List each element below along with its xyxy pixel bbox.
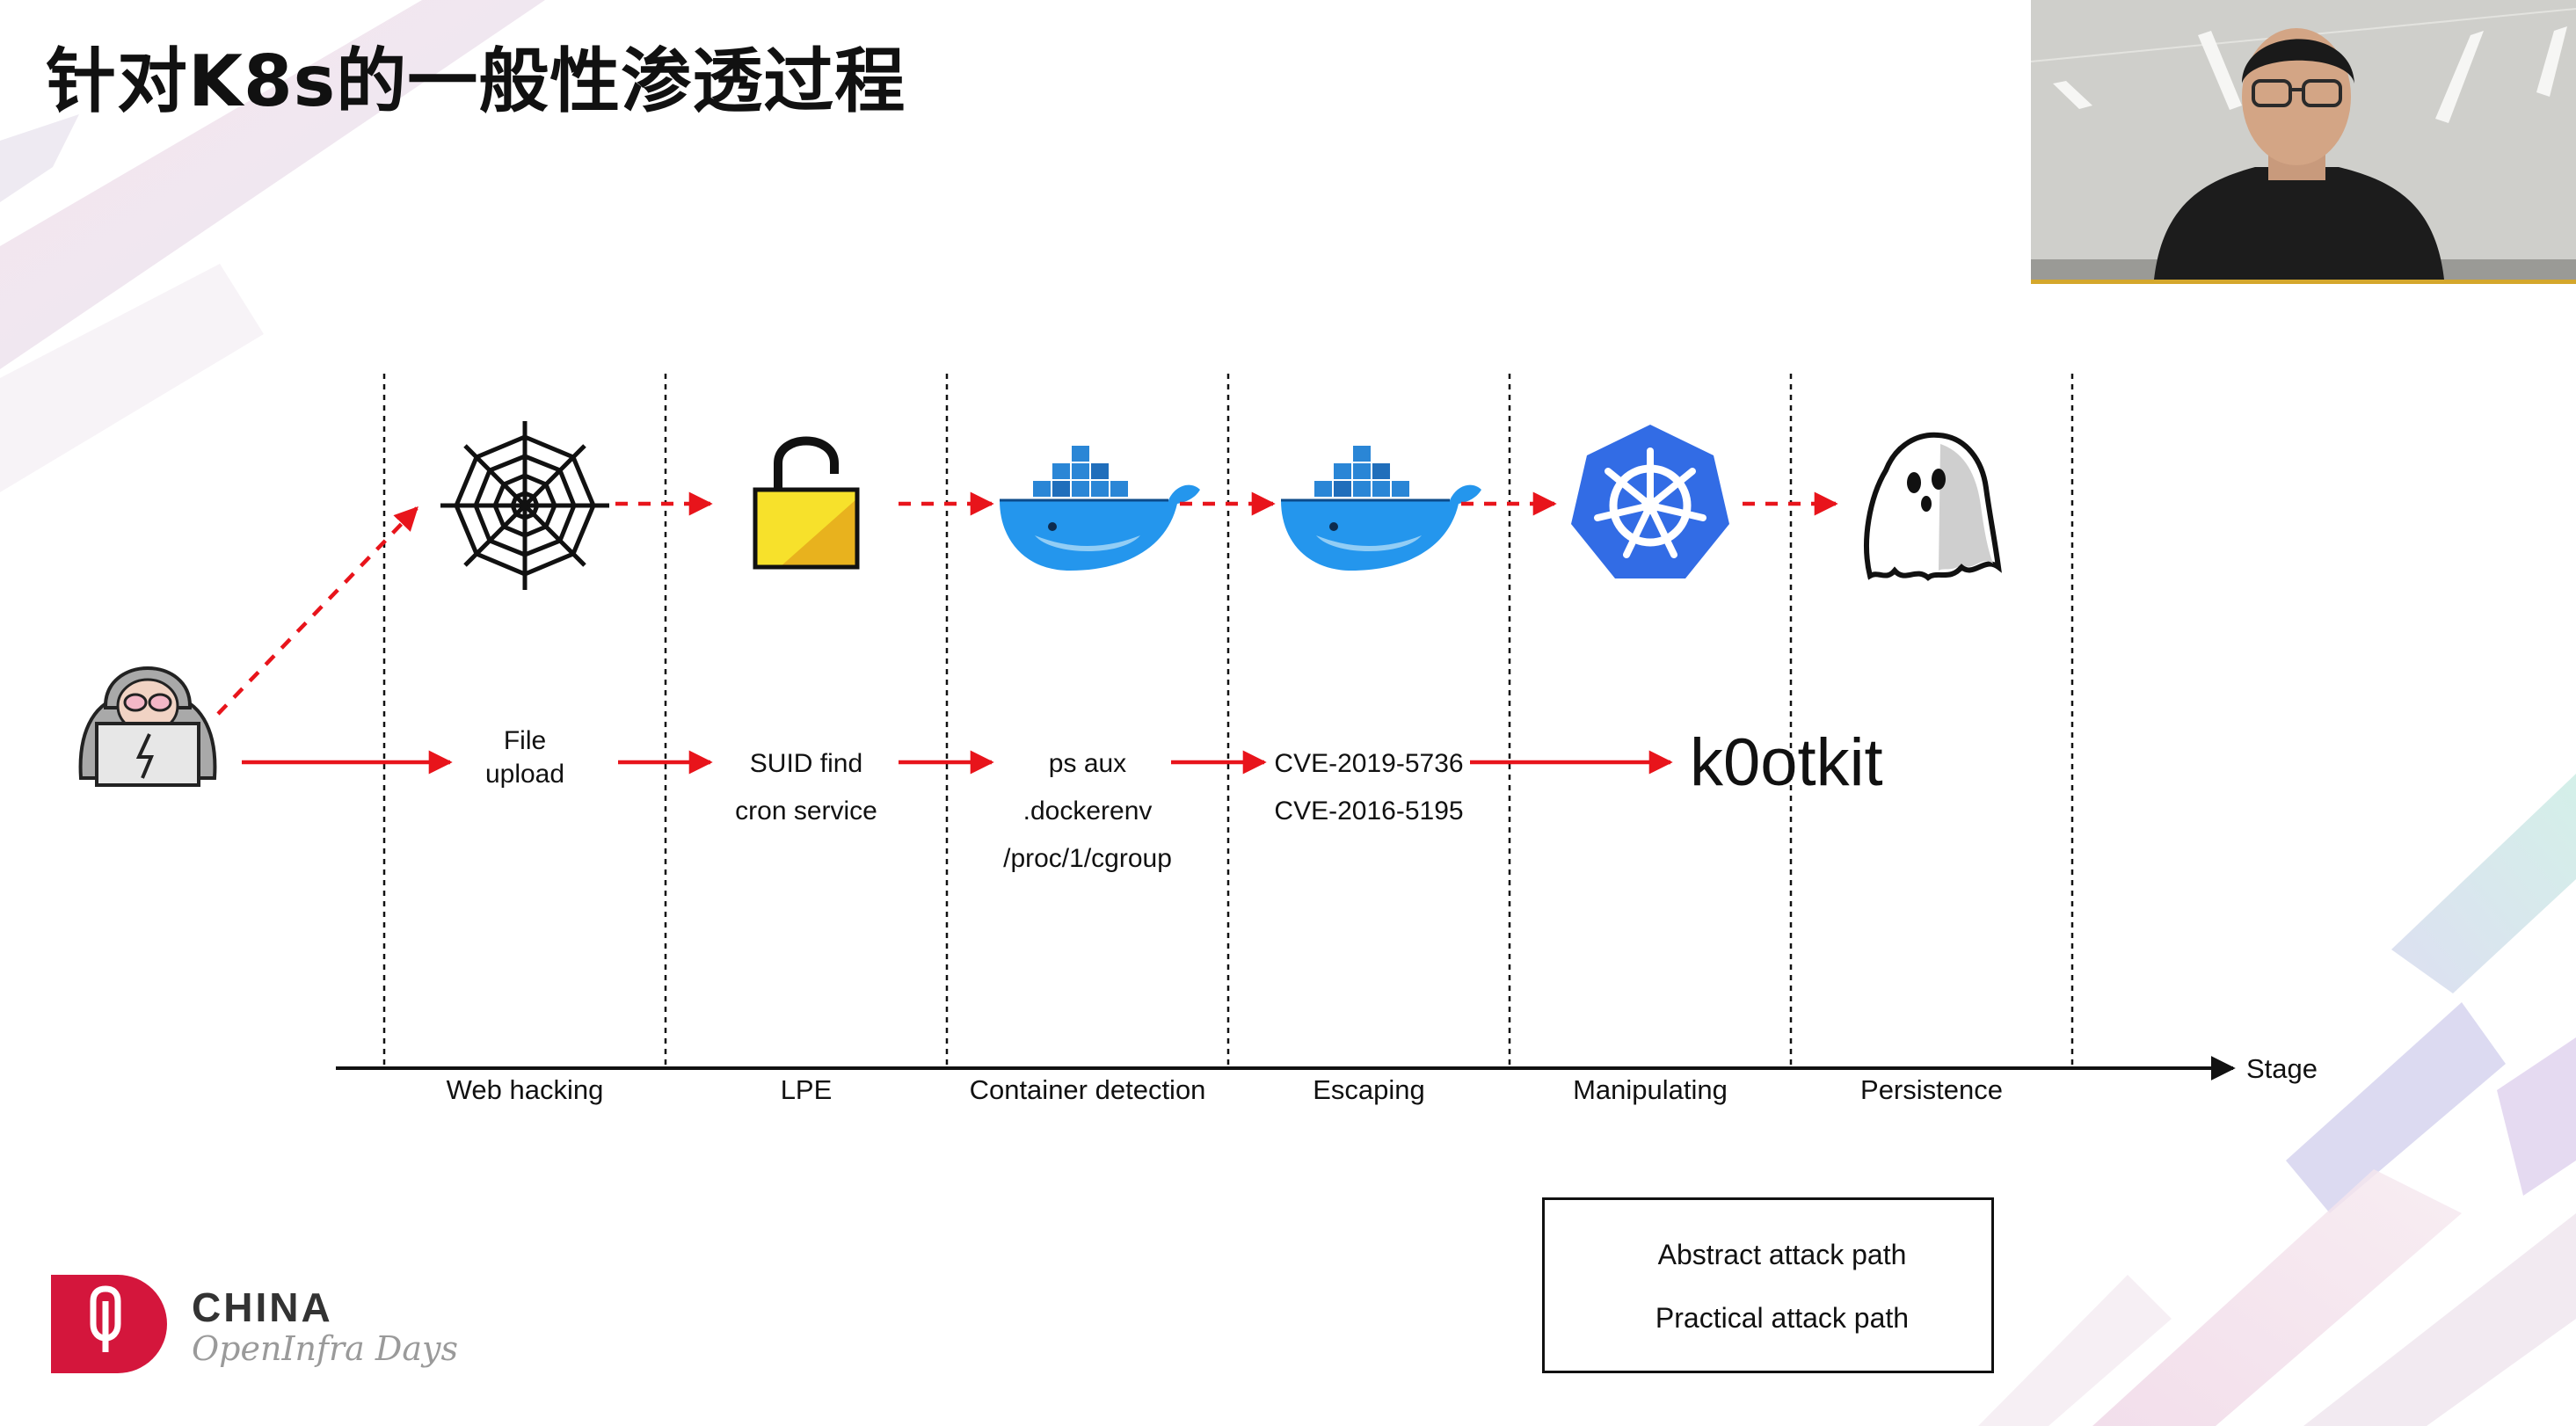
hacker-icon	[78, 666, 217, 787]
stage-label-persistence: Persistence	[1860, 1074, 2003, 1105]
abstract-arrow	[216, 506, 418, 716]
presenter-webcam	[2031, 0, 2576, 284]
legend-abstract-label: Abstract attack path	[1657, 1239, 1907, 1270]
tech-line: upload	[484, 760, 565, 789]
stage-label-lpe: LPE	[780, 1074, 833, 1105]
tech-label-escaping: CVE-2019-5736 CVE-2016-5195	[1274, 740, 1463, 835]
docker-whale-icon	[1000, 446, 1200, 571]
unlocked-padlock-icon	[753, 436, 860, 570]
openinfra-logo	[51, 1275, 167, 1373]
ghost-icon	[1864, 432, 2002, 581]
tech-line: cron service	[735, 797, 877, 826]
legend-box: Abstract attack path Practical attack pa…	[1542, 1197, 1994, 1373]
tech-line: .dockerenv	[1022, 797, 1153, 826]
tech-line: ps aux	[1048, 749, 1127, 778]
abstract-attack-path	[216, 491, 1838, 716]
slide-title: 针对K8s的一般性渗透过程	[46, 40, 906, 122]
docker-whale-icon	[1281, 446, 1481, 571]
openinfra-logo-mark	[90, 1285, 121, 1352]
tech-label-web-hacking: File upload	[485, 724, 564, 791]
stage-label-manipulating: Manipulating	[1573, 1074, 1728, 1105]
kubernetes-icon	[1571, 425, 1729, 578]
spider-web-icon	[440, 421, 609, 590]
tech-line: /proc/1/cgroup	[1003, 844, 1172, 873]
legend-practical-label: Practical attack path	[1655, 1302, 1910, 1334]
tech-label-lpe: SUID find cron service	[735, 740, 877, 835]
stage-dividers	[382, 374, 2074, 1066]
tech-line: CVE-2019-5736	[1274, 749, 1464, 778]
stage-label-web-hacking: Web hacking	[446, 1074, 604, 1105]
logo-name: CHINA	[192, 1284, 333, 1330]
stage-label-container-detection: Container detection	[969, 1074, 1206, 1105]
tech-line: SUID find	[749, 749, 863, 778]
tech-label-container-detection: ps aux .dockerenv /proc/1/cgroup	[1003, 740, 1172, 883]
tech-line: CVE-2016-5195	[1274, 797, 1464, 826]
presenter-video-frame	[2031, 0, 2576, 280]
axis-label: Stage	[2246, 1053, 2318, 1084]
stage-label-escaping: Escaping	[1313, 1074, 1425, 1105]
logo-subtitle: OpenInfra Days	[192, 1329, 458, 1368]
rootkit-label: k0otkit	[1690, 725, 1883, 800]
tech-line: File	[503, 726, 547, 755]
